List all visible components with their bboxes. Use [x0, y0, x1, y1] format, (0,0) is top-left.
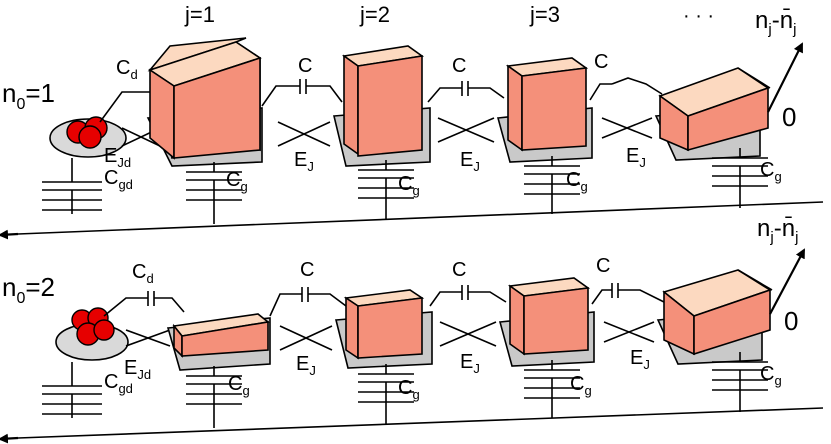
coupling-wire	[269, 293, 302, 317]
c-label-1: C	[298, 55, 312, 77]
cg-label-1: Cg	[226, 169, 248, 194]
junction-2-3	[437, 117, 495, 143]
electron-pair	[66, 116, 108, 149]
cd-wire	[154, 297, 185, 313]
gate-capacitor-dot	[42, 362, 102, 418]
cg-label-4: Cg	[760, 159, 782, 184]
island-2	[333, 45, 431, 167]
junction-1-2	[279, 325, 333, 351]
cg-label-2: Cg	[398, 173, 420, 198]
coupling-wire	[591, 289, 612, 305]
ground-line	[17, 201, 824, 235]
c-label-3: C	[594, 51, 608, 73]
column-label-j2: j=2	[359, 2, 390, 27]
ground-arrow	[0, 433, 19, 444]
coupling-wire	[589, 83, 612, 101]
c-label-2: C	[452, 259, 466, 281]
chain-row-2: n0=2 Cd Cgd EJd Cg C EJ Cg C EJ Cg C EJ …	[0, 215, 824, 444]
cgd-label: Cgd	[104, 167, 133, 192]
junction-2-3	[439, 321, 497, 347]
ejd-label: EJd	[104, 145, 131, 170]
axis-label: nj-n̄j	[757, 215, 798, 246]
gate-capacitor-2	[358, 364, 414, 424]
ground-arrow	[0, 229, 19, 240]
ej-label-3: EJ	[626, 145, 646, 170]
ej-label-3: EJ	[630, 347, 650, 372]
column-label-j1: j=1	[184, 2, 215, 27]
c-label-1: C	[300, 259, 314, 281]
gate-capacitor-3	[524, 360, 580, 418]
cd-label: Cd	[132, 261, 154, 286]
junction-3-4	[601, 117, 653, 139]
coupling-wire	[427, 87, 462, 103]
cgd-label: Cgd	[104, 371, 133, 396]
ejd-label: EJd	[124, 357, 151, 382]
ej-label-2: EJ	[460, 351, 480, 376]
coupling-wire	[308, 293, 347, 307]
coupling-wire	[468, 291, 507, 303]
coupling-wire	[306, 85, 343, 103]
gate-capacitor-4	[712, 352, 768, 412]
axis-zero: 0	[784, 306, 798, 336]
ej-label-1: EJ	[294, 149, 314, 174]
gate-capacitor-4	[712, 148, 768, 208]
cd-wire	[99, 91, 158, 123]
cg-label-3: Cg	[566, 169, 588, 194]
n0-label: n0=1	[2, 78, 55, 113]
island-4	[656, 269, 772, 365]
island-3	[498, 277, 595, 367]
cd-wire	[103, 297, 148, 317]
electron-triplet	[71, 307, 115, 346]
charge-axis-arrow	[769, 248, 805, 315]
island-3	[496, 57, 593, 163]
coupling-wire	[611, 77, 663, 95]
gate-capacitor-1	[186, 162, 242, 224]
cg-label-3: Cg	[570, 373, 592, 398]
axis-label: nj-n̄j	[755, 7, 796, 38]
c-label-2: C	[452, 55, 466, 77]
axis-zero: 0	[782, 102, 796, 132]
n0-label: n0=2	[2, 272, 55, 307]
junction-1-2	[277, 121, 331, 147]
island-1	[166, 313, 271, 371]
column-label-j3: j=3	[529, 2, 560, 27]
gate-capacitor-2	[358, 160, 414, 220]
island-4	[654, 67, 770, 161]
charge-axis-arrow	[767, 42, 803, 113]
island-1	[146, 37, 263, 167]
c-label-3: C	[596, 255, 610, 277]
cg-label-1: Cg	[228, 373, 250, 398]
gate-capacitor-3	[524, 156, 580, 214]
column-ellipsis: · · ·	[683, 5, 714, 27]
gate-capacitor-1	[186, 366, 242, 428]
cg-label-2: Cg	[398, 377, 420, 402]
ejd-junction	[125, 329, 171, 347]
ej-label-2: EJ	[460, 149, 480, 174]
junction-3-4	[603, 321, 655, 343]
chain-row-1: n0=1 Cd Cgd EJd Cg C EJ Cg C EJ Cg C EJ …	[0, 7, 824, 240]
ground-line	[17, 407, 824, 439]
gate-capacitor-dot	[42, 158, 102, 214]
coupling-wire	[618, 289, 665, 303]
coupling-wire	[429, 291, 462, 307]
cd-label: Cd	[116, 57, 138, 82]
coupling-wire	[261, 85, 300, 107]
island-2	[334, 289, 433, 369]
coupling-wire	[468, 87, 505, 99]
ej-label-1: EJ	[296, 353, 316, 378]
cg-label-4: Cg	[760, 363, 782, 388]
